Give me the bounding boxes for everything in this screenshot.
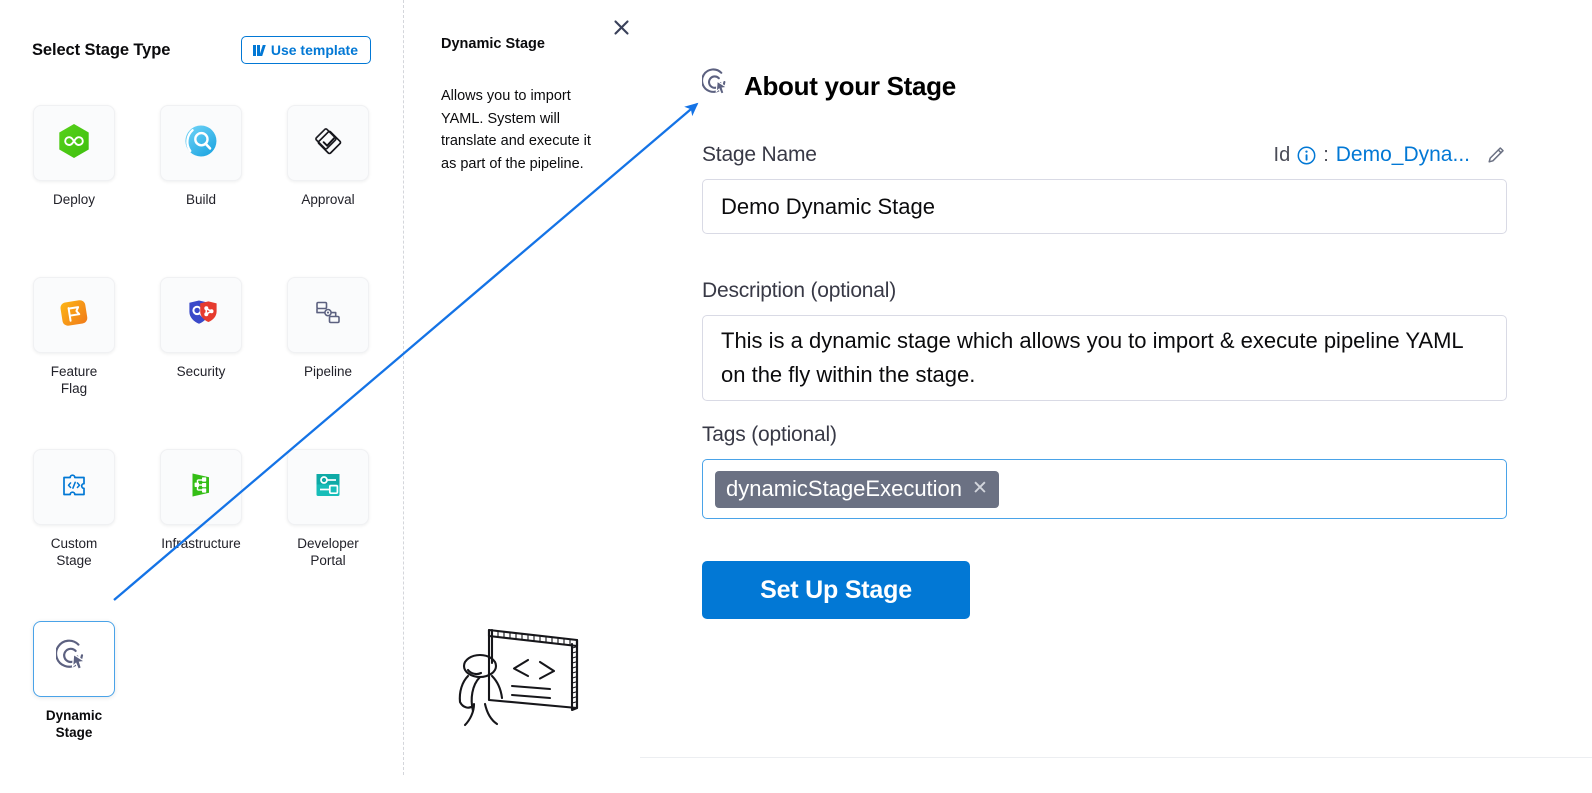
dynamic-stage-cursor-target-icon (701, 68, 733, 104)
stage-name-label: Stage Name (702, 143, 817, 166)
stage-type-grid: Deploy Build (33, 105, 373, 793)
stage-info-title: Dynamic Stage (441, 36, 545, 52)
stage-card[interactable] (160, 105, 242, 181)
stage-option-deploy[interactable]: Deploy (33, 105, 115, 277)
stage-label: Deploy (52, 192, 96, 207)
custom-stage-code-puzzle-icon (59, 470, 89, 505)
stage-card[interactable] (33, 277, 115, 353)
info-circle-icon[interactable] (1297, 146, 1316, 165)
tags-row: Tags (optional) (702, 420, 1507, 450)
stage-label: Security (176, 364, 226, 379)
use-template-button[interactable]: Use template (241, 36, 371, 64)
stage-id-separator: : (1323, 143, 1329, 166)
set-up-stage-button[interactable]: Set Up Stage (702, 561, 970, 619)
pencil-edit-icon[interactable] (1485, 144, 1507, 166)
feature-flag-icon (57, 296, 91, 335)
tag-chip[interactable]: dynamicStageExecution ✕ (715, 470, 999, 508)
description-label: Description (optional) (702, 279, 897, 302)
stage-card[interactable] (33, 621, 115, 697)
stage-card[interactable] (160, 277, 242, 353)
developer-portal-icon (312, 470, 344, 505)
remove-tag-icon[interactable]: ✕ (972, 478, 988, 499)
tags-label: Tags (optional) (702, 423, 837, 446)
template-bars-icon (253, 44, 266, 56)
deploy-hexagon-infinity-icon (57, 123, 91, 164)
description-textarea[interactable] (702, 315, 1507, 401)
stage-card[interactable] (287, 277, 369, 353)
stage-option-infrastructure[interactable]: Infrastructure (160, 449, 242, 621)
infrastructure-nodes-icon (186, 469, 216, 506)
description-row: Description (optional) (702, 276, 1507, 306)
stage-name-input[interactable] (702, 179, 1507, 234)
stage-type-panel: Select Stage Type Use template (0, 0, 403, 775)
build-magnifier-icon (184, 124, 218, 163)
left-panel-header: Select Stage Type Use template (32, 36, 371, 64)
stage-label: Approval (301, 192, 355, 207)
tags-input[interactable]: dynamicStageExecution ✕ (702, 459, 1507, 519)
bottom-divider (640, 757, 1592, 758)
stage-card[interactable] (160, 449, 242, 525)
stage-name-row: Stage Name Id : Demo_Dyna... (702, 140, 1507, 170)
stage-label: Build (185, 192, 217, 207)
about-stage-header: About your Stage (701, 68, 956, 104)
approval-checkmark-diamond-icon (311, 124, 345, 163)
use-template-label: Use template (270, 41, 358, 58)
dynamic-stage-cursor-target-icon (55, 639, 92, 680)
close-icon[interactable] (607, 13, 635, 41)
stage-form: Stage Name Id : Demo_Dyna... (702, 140, 1507, 619)
person-presenting-code-board-illustration (444, 608, 604, 728)
stage-card[interactable] (287, 105, 369, 181)
page-heading: About your Stage (744, 70, 956, 101)
stage-id-label: Id (1273, 143, 1291, 166)
stage-option-build[interactable]: Build (160, 105, 242, 277)
pipeline-nodes-icon (312, 298, 344, 333)
stage-label: Infrastructure (161, 536, 241, 551)
security-shields-icon (182, 297, 220, 334)
stage-card[interactable] (33, 105, 115, 181)
stage-label: Pipeline (303, 364, 353, 379)
stage-card[interactable] (287, 449, 369, 525)
stage-id-group: Id : Demo_Dyna... (1274, 143, 1507, 167)
page-title: Select Stage Type (32, 40, 171, 59)
about-stage-panel: About your Stage Stage Name Id : Demo_Dy… (640, 0, 1592, 775)
tag-chip-label: dynamicStageExecution (726, 475, 963, 501)
stage-option-security[interactable]: Security (160, 277, 242, 449)
stage-info-panel: Dynamic Stage Allows you to import YAML.… (404, 0, 640, 775)
stage-info-description: Allows you to import YAML. System will t… (441, 88, 591, 172)
stage-option-pipeline[interactable]: Pipeline (287, 277, 369, 449)
stage-option-approval[interactable]: Approval (287, 105, 369, 277)
stage-card[interactable] (33, 449, 115, 525)
stage-id-value: Demo_Dyna... (1335, 143, 1470, 166)
